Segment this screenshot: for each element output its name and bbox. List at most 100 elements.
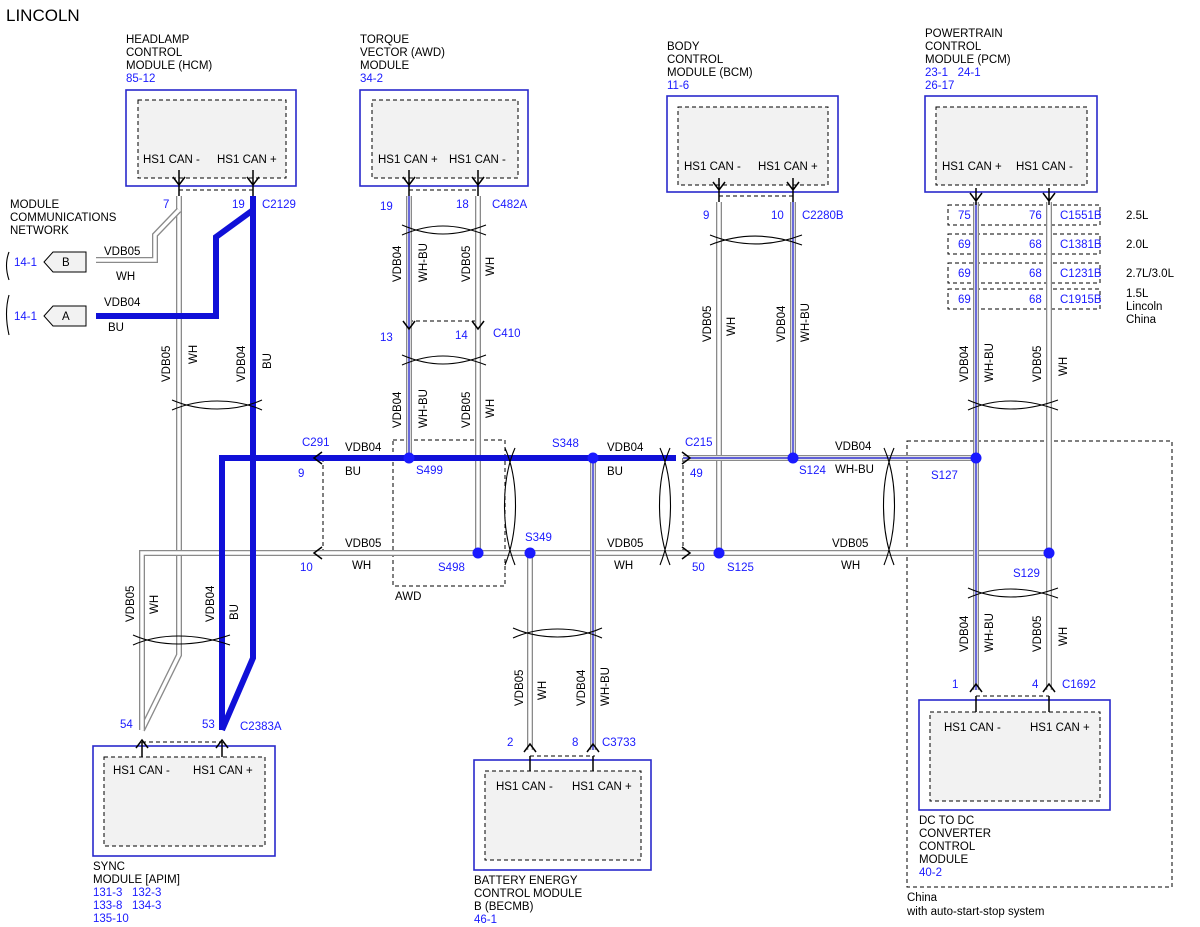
becm-pin-can-low: HS1 CAN -	[496, 781, 553, 793]
wh-wires	[96, 196, 1052, 750]
svg-text:VDB04: VDB04	[392, 391, 404, 428]
svg-text:C215: C215	[685, 437, 713, 449]
sync-ref-3: 135-10	[93, 913, 129, 925]
dcdc-title-2: CONVERTER	[919, 828, 991, 840]
pcm-title-1: POWERTRAIN	[925, 28, 1003, 40]
svg-text:C482A: C482A	[492, 199, 527, 211]
network-brace	[5, 251, 10, 336]
svg-text:75: 75	[958, 210, 971, 222]
svg-text:50: 50	[692, 562, 705, 574]
connector-bars	[142, 189, 1101, 757]
pcm-ref-2: 26-17	[925, 80, 954, 92]
svg-text:C1231B: C1231B	[1060, 268, 1102, 280]
becm-title-2: CONTROL MODULE	[474, 888, 583, 900]
sync-pin-can-low: HS1 CAN -	[113, 765, 170, 777]
splice-s125	[713, 547, 725, 559]
dcdc-title-3: CONTROL	[919, 841, 976, 853]
module-pcm: HS1 CAN + HS1 CAN - POWERTRAIN CONTROL M…	[924, 28, 1098, 193]
pcm-pin-can-high: HS1 CAN +	[942, 161, 1002, 173]
offpage-b-ref: 14-1	[14, 257, 37, 269]
module-hcm: HS1 CAN - HS1 CAN + HEADLAMP CONTROL MOD…	[125, 34, 297, 187]
svg-text:C2383A: C2383A	[240, 721, 282, 733]
splice-s348	[587, 452, 599, 464]
svg-text:C1551B: C1551B	[1060, 210, 1102, 222]
bcm-pin-can-high: HS1 CAN +	[758, 161, 818, 173]
becm-ref: 46-1	[474, 914, 497, 926]
splice-s129	[1043, 547, 1055, 559]
wire-labels-horizontal: VDB05 WH VDB04 BU VDB04 BU VDB05 WH VDB0…	[104, 246, 874, 572]
offpage-a-ref: 14-1	[14, 311, 37, 323]
svg-text:C1381B: C1381B	[1060, 239, 1102, 251]
svg-text:WH: WH	[116, 271, 135, 283]
svg-text:VDB04: VDB04	[104, 297, 141, 309]
awd-ref: 34-2	[360, 73, 383, 85]
svg-text:C291: C291	[302, 437, 330, 449]
svg-text:68: 68	[1029, 294, 1042, 306]
svg-text:VDB04: VDB04	[835, 441, 872, 453]
sync-pin-can-high: HS1 CAN +	[193, 765, 253, 777]
awd-region-label: AWD	[395, 591, 421, 603]
splice-s349	[524, 547, 536, 559]
svg-text:VDB05: VDB05	[607, 538, 643, 550]
svg-text:2: 2	[507, 737, 513, 749]
svg-text:C2129: C2129	[262, 199, 296, 211]
svg-text:2.7L/3.0L: 2.7L/3.0L	[1126, 268, 1175, 280]
network-label: MODULE COMMUNICATIONS NETWORK	[10, 199, 117, 237]
connector-arrows	[135, 170, 1056, 771]
bu-bold-wires	[96, 196, 676, 732]
svg-text:VDB04: VDB04	[959, 615, 971, 652]
svg-text:9: 9	[703, 210, 709, 222]
offpage-a-connector	[43, 305, 87, 327]
svg-text:WH: WH	[1058, 357, 1070, 376]
label-s348: S348	[552, 438, 579, 450]
sync-ref-2: 133-8 134-3	[93, 900, 161, 912]
svg-text:C1915B: C1915B	[1060, 294, 1102, 306]
pcm-ref-1: 23-1 24-1	[925, 67, 981, 79]
svg-text:14: 14	[455, 330, 468, 342]
svg-text:8: 8	[572, 737, 578, 749]
svg-text:WH-BU: WH-BU	[984, 613, 996, 652]
svg-text:WH: WH	[537, 681, 549, 700]
svg-text:WH: WH	[188, 345, 200, 364]
wire-labels-vertical: VDB05 WH VDB04 BU VDB04 WH-BU VDB05 WH V…	[125, 243, 1070, 706]
svg-text:BU: BU	[345, 466, 361, 478]
svg-text:COMMUNICATIONS: COMMUNICATIONS	[10, 212, 117, 224]
svg-text:69: 69	[958, 239, 971, 251]
label-s125: S125	[727, 562, 754, 574]
pcm-pin-can-low: HS1 CAN -	[1016, 161, 1073, 173]
becm-title-1: BATTERY ENERGY	[474, 875, 578, 887]
bcm-ref: 11-6	[667, 80, 689, 92]
dcdc-pin-can-high: HS1 CAN +	[1030, 722, 1090, 734]
svg-text:VDB04: VDB04	[236, 345, 248, 382]
svg-text:53: 53	[202, 719, 215, 731]
bcm-pin-can-low: HS1 CAN -	[684, 161, 741, 173]
svg-text:68: 68	[1029, 239, 1042, 251]
pcm-title-3: MODULE (PCM)	[925, 54, 1011, 66]
svg-text:BU: BU	[262, 353, 274, 369]
svg-text:76: 76	[1029, 210, 1042, 222]
svg-text:1: 1	[952, 679, 958, 691]
svg-text:WH: WH	[149, 595, 161, 614]
connector-labels: 7 19 C2129 19 18 C482A 13 14 C410 9 10 C…	[120, 199, 1175, 749]
hcm-title-3: MODULE (HCM)	[126, 60, 212, 72]
module-dcdc: HS1 CAN - HS1 CAN + DC TO DC CONVERTER C…	[918, 699, 1111, 879]
becm-pin-can-high: HS1 CAN +	[572, 781, 632, 793]
dcdc-pin-can-low: HS1 CAN -	[944, 722, 1001, 734]
svg-text:WH: WH	[726, 317, 738, 336]
svg-text:VDB05: VDB05	[161, 346, 173, 382]
svg-text:WH-BU: WH-BU	[418, 243, 430, 282]
offpage-a-letter: A	[62, 311, 70, 323]
bcm-title-1: BODY	[667, 41, 700, 53]
svg-text:VDB05: VDB05	[461, 246, 473, 282]
bcm-title-2: CONTROL	[667, 54, 724, 66]
svg-text:WH: WH	[614, 560, 633, 572]
hcm-title-2: CONTROL	[126, 47, 183, 59]
svg-text:WH: WH	[352, 560, 371, 572]
dcdc-title-4: MODULE	[919, 854, 969, 866]
svg-text:9: 9	[298, 468, 304, 480]
svg-text:2.5L: 2.5L	[1126, 210, 1149, 222]
svg-text:2.0L: 2.0L	[1126, 239, 1149, 251]
svg-text:VDB04: VDB04	[776, 305, 788, 342]
dcdc-title-1: DC TO DC	[919, 815, 974, 827]
